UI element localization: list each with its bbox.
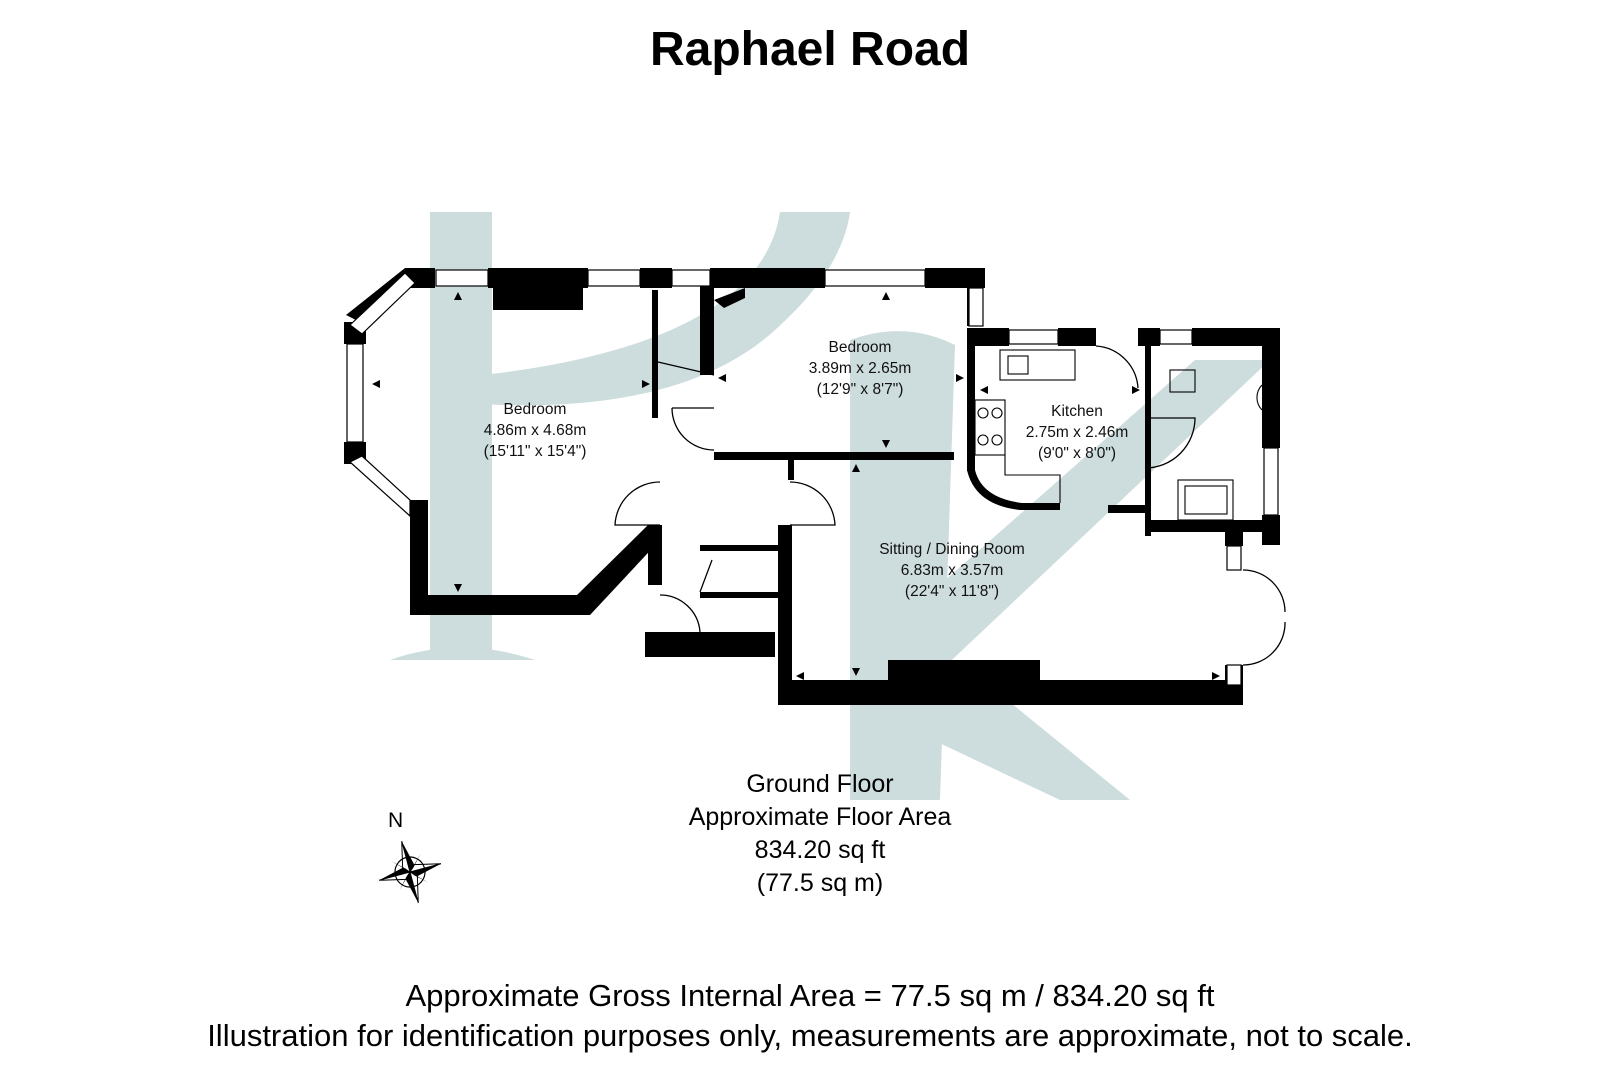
compass-icon — [378, 840, 442, 904]
floor-area-summary: Ground Floor Approximate Floor Area 834.… — [600, 768, 1040, 900]
room-name: Bedroom — [829, 339, 892, 356]
floor-area-label: Approximate Floor Area — [688, 803, 952, 831]
room-size-metric: 4.86m x 4.68m — [484, 422, 587, 439]
room-label-bedroom-2: Bedroom 3.89m x 2.65m (12'9" x 8'7") — [809, 339, 912, 398]
disclaimer: Illustration for identification purposes… — [207, 1018, 1413, 1053]
measurement-arrows — [372, 292, 1220, 680]
room-name: Sitting / Dining Room — [879, 541, 1025, 558]
room-size-imperial: (22'4" x 11'8") — [905, 583, 999, 600]
room-label-bedroom-1: Bedroom 4.86m x 4.68m (15'11" x 15'4") — [484, 401, 587, 460]
floor-area-sqm: (77.5 sq m) — [756, 869, 884, 897]
compass-rose: N — [378, 809, 442, 904]
room-size-metric: 3.89m x 2.65m — [809, 360, 912, 377]
room-size-imperial: (12'9" x 8'7") — [817, 381, 904, 398]
room-label-kitchen: Kitchen 2.75m x 2.46m (9'0" x 8'0") — [1026, 403, 1129, 462]
room-size-metric: 6.83m x 3.57m — [901, 562, 1004, 579]
walls — [344, 268, 1280, 705]
gross-internal-area: Approximate Gross Internal Area = 77.5 s… — [405, 978, 1215, 1013]
windows — [346, 269, 1279, 686]
room-size-metric: 2.75m x 2.46m — [1026, 424, 1129, 441]
floor-area-sqft: 834.20 sq ft — [754, 836, 886, 864]
fixtures — [974, 349, 1263, 521]
room-name: Kitchen — [1051, 403, 1103, 420]
compass-north-label: N — [388, 809, 403, 832]
plan-title: Raphael Road — [649, 23, 971, 76]
floor-name: Ground Floor — [746, 770, 894, 798]
room-size-imperial: (9'0" x 8'0") — [1038, 445, 1116, 462]
doors — [614, 345, 1286, 666]
room-size-imperial: (15'11" x 15'4") — [484, 443, 587, 460]
room-label-sitting-dining-room: Sitting / Dining Room 6.83m x 3.57m (22'… — [879, 541, 1025, 600]
room-name: Bedroom — [504, 401, 567, 418]
